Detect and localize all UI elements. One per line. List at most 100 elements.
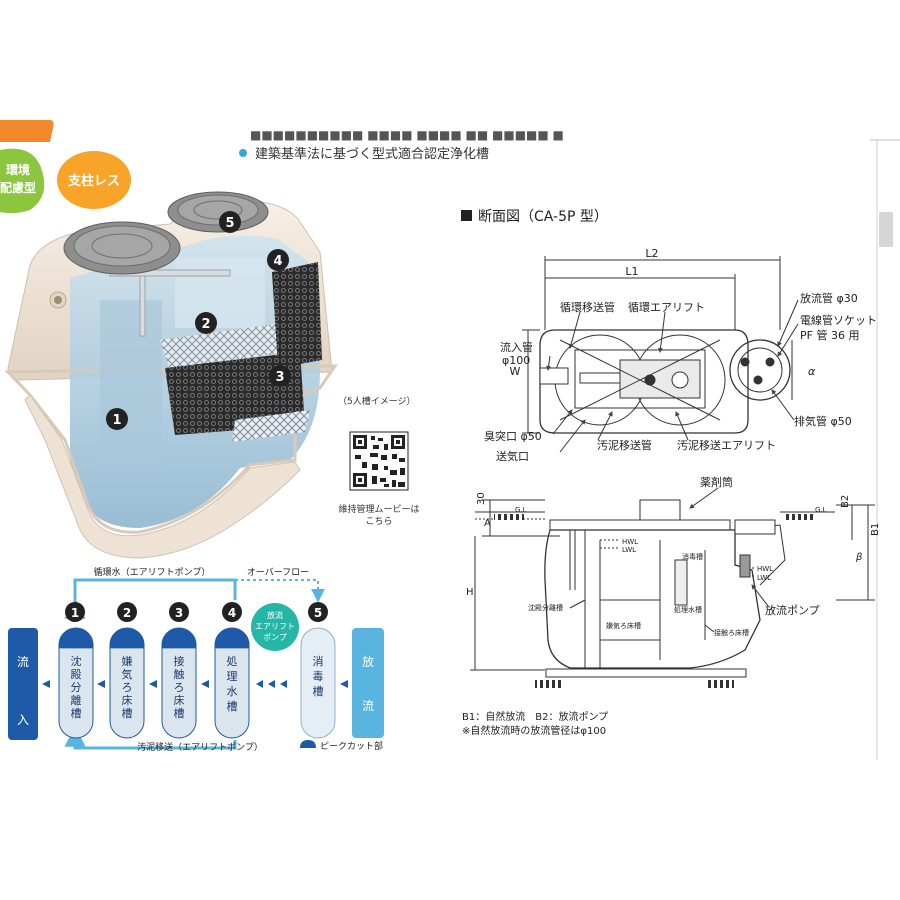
- svg-text:L2: L2: [645, 247, 658, 260]
- stage-3-contact: 接触ろ床槽: [161, 627, 197, 739]
- svg-text:放流管 φ30: 放流管 φ30: [800, 291, 858, 305]
- qr-code[interactable]: [349, 431, 409, 491]
- qr-caption-line1: 維持管理ムービーは: [338, 503, 419, 515]
- outflow-char-1: 放: [362, 654, 374, 669]
- flow-number-2: 2: [117, 602, 137, 622]
- svg-text:処理水槽: 処理水槽: [227, 655, 238, 713]
- inflow-char-1: 流: [17, 655, 29, 669]
- badge-no-pillar: 支柱レス: [57, 151, 131, 209]
- section-title: 断面図（CA-5P 型）: [478, 209, 608, 225]
- flow-number-1: 1: [65, 602, 85, 622]
- svg-text:5: 5: [314, 606, 322, 620]
- svg-text:処理水槽: 処理水槽: [674, 605, 702, 614]
- svg-text:汚泥移送エアリフト: 汚泥移送エアリフト: [677, 438, 776, 452]
- svg-text:ポンプ: ポンプ: [263, 633, 287, 642]
- plan-view: [522, 256, 799, 453]
- manhole-cover-left: [63, 221, 181, 275]
- svg-text:2: 2: [201, 317, 210, 332]
- stage-2-anaerobic: 嫌気ろ床槽: [109, 627, 145, 739]
- badge-environment: 環境 配慮型: [0, 148, 45, 214]
- marker-3: 3: [269, 365, 291, 387]
- stage-1-sediment: 沈殿分離槽: [58, 627, 94, 739]
- svg-text:沈殿分離槽: 沈殿分離槽: [528, 603, 563, 612]
- svg-text:循環移送管: 循環移送管: [560, 300, 615, 314]
- scrollbar[interactable]: [870, 139, 900, 760]
- peak-legend-icon: [300, 740, 316, 748]
- orange-tab: [0, 120, 54, 142]
- marker-5: 5: [219, 211, 241, 233]
- process-flow: 循環水（エアリフトポンプ） オーバーフロー 汚泥移送（エアリフトポンプ） 1 2…: [8, 566, 384, 753]
- svg-text:PF 管 36 用: PF 管 36 用: [800, 328, 859, 342]
- svg-text:4: 4: [228, 606, 236, 620]
- svg-text:2: 2: [123, 606, 131, 620]
- scrollbar-thumb[interactable]: [879, 212, 893, 247]
- bullet-icon: [239, 149, 247, 157]
- note-line2: ※自然放流時の放流管径はφ100: [462, 724, 606, 737]
- marker-4: 4: [267, 249, 289, 271]
- svg-text:β: β: [855, 552, 863, 563]
- svg-text:H: H: [466, 587, 474, 598]
- svg-text:支柱レス: 支柱レス: [67, 173, 120, 189]
- svg-text:放流ポンプ: 放流ポンプ: [765, 603, 820, 617]
- svg-text:1: 1: [112, 413, 121, 428]
- flow-number-3: 3: [169, 602, 189, 622]
- plan-view-labels: L2 L1 W α 循環移送管 循環エアリフト 放流管 φ30 電線管ソケット …: [484, 247, 877, 463]
- flow-number-4: 4: [222, 602, 242, 622]
- svg-text:消毒槽: 消毒槽: [682, 552, 703, 561]
- svg-text:薬剤筒: 薬剤筒: [700, 475, 733, 489]
- header-bullet-text: 建築基準法に基づく型式適合認定浄化槽: [255, 146, 489, 162]
- outflow-box: [352, 628, 384, 738]
- svg-text:接触ろ床槽: 接触ろ床槽: [174, 655, 185, 720]
- svg-text:嫌気ろ床槽: 嫌気ろ床槽: [122, 654, 133, 720]
- svg-text:流入管: 流入管: [500, 340, 533, 354]
- svg-text:W: W: [510, 365, 521, 378]
- svg-text:送気口: 送気口: [496, 449, 529, 463]
- svg-text:エアリフト: エアリフト: [255, 622, 295, 631]
- qr-caption-line2: こちら: [365, 516, 392, 527]
- flow-overflow-label: オーバーフロー: [247, 567, 309, 578]
- flow-top-label: 循環水（エアリフトポンプ）: [94, 566, 211, 578]
- marker-1: 1: [106, 408, 128, 430]
- svg-text:LWL: LWL: [622, 546, 636, 554]
- flow-bottom-label: 汚泥移送（エアリフトポンプ）: [137, 741, 263, 753]
- svg-text:LWL: LWL: [757, 574, 771, 582]
- svg-text:電線管ソケット: 電線管ソケット: [800, 313, 877, 327]
- peak-legend-label: ピークカット部: [320, 740, 383, 752]
- svg-text:A: A: [484, 518, 491, 529]
- svg-text:接触ろ床槽: 接触ろ床槽: [714, 628, 749, 637]
- svg-text:臭突口 φ50: 臭突口 φ50: [484, 429, 542, 443]
- svg-text:B2: B2: [840, 495, 851, 508]
- stage-5-disinfect: 消毒槽: [300, 627, 336, 739]
- section-square-icon: [461, 210, 472, 221]
- section-view-labels: 30 A H B2 B1 β G.L G.L 薬剤筒 HWL LWL HWL L…: [466, 475, 881, 637]
- svg-text:φ100: φ100: [502, 354, 530, 367]
- inflow-box: [8, 628, 38, 740]
- svg-text:HWL: HWL: [757, 565, 773, 573]
- svg-text:環境: 環境: [6, 162, 30, 177]
- svg-text:4: 4: [273, 254, 282, 269]
- svg-text:B1: B1: [870, 523, 881, 536]
- svg-text:L1: L1: [625, 265, 638, 278]
- svg-text:配慮型: 配慮型: [0, 180, 36, 195]
- tank-illustration: 1 2 3 4 5: [4, 191, 338, 559]
- svg-text:3: 3: [175, 606, 183, 620]
- svg-text:沈殿分離槽: 沈殿分離槽: [71, 654, 82, 720]
- svg-text:5: 5: [225, 216, 234, 231]
- ground-hatch-left: [494, 514, 524, 520]
- svg-text:嫌気ろ床槽: 嫌気ろ床槽: [606, 621, 641, 630]
- manhole-cover-right: [167, 191, 269, 233]
- svg-text:α: α: [808, 365, 816, 378]
- marker-2: 2: [195, 312, 217, 334]
- flow-number-5: 5: [308, 602, 328, 622]
- footing-right: [706, 680, 734, 688]
- footing-left: [535, 680, 563, 688]
- header: ■■■■■■■■■■ ■■■■ ■■■■ ■■ ■■■■■ ■ 建築基準法に基づ…: [0, 120, 564, 162]
- inflow-char-2: 入: [17, 713, 29, 727]
- svg-text:30: 30: [476, 492, 487, 505]
- note-line1: B1：自然放流 B2：放流ポンプ: [462, 710, 608, 723]
- svg-text:G.L: G.L: [815, 506, 827, 514]
- svg-text:排気管 φ50: 排気管 φ50: [794, 414, 852, 428]
- svg-text:1: 1: [71, 606, 79, 620]
- outflow-char-2: 流: [362, 699, 374, 713]
